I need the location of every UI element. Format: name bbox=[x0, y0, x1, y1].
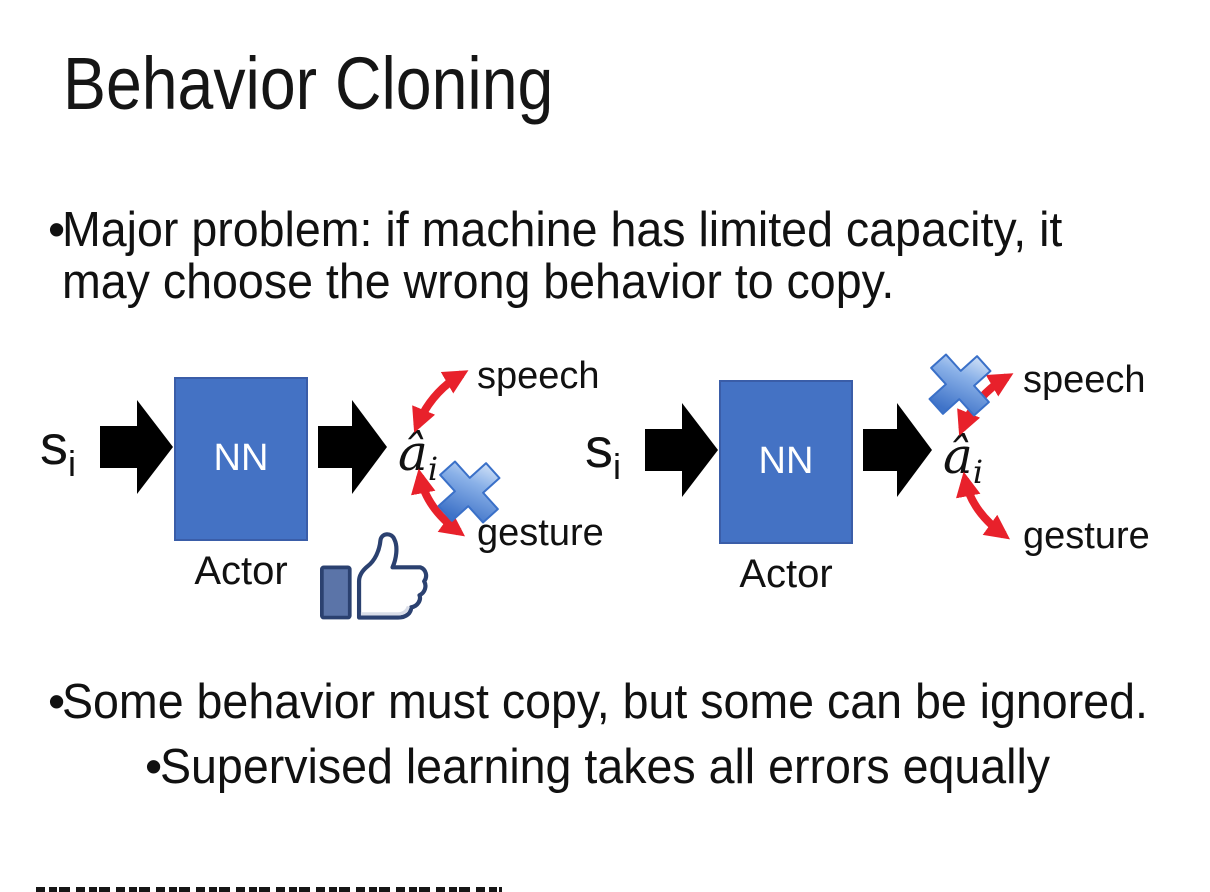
flow-arrow-icon bbox=[863, 403, 932, 497]
gesture-relation-arrow-icon bbox=[411, 468, 466, 537]
bullet-text: Some behavior must copy, but some can be… bbox=[62, 675, 1148, 729]
nn-label: NN bbox=[214, 437, 269, 479]
flow-arrow-icon bbox=[645, 403, 718, 497]
flow-arrow-icon bbox=[318, 400, 387, 494]
gesture-label: gesture bbox=[477, 512, 604, 554]
actor-label: Actor bbox=[194, 549, 287, 593]
speech-relation-arrow-icon bbox=[412, 370, 469, 433]
bullet-supervised-learning: • Supervised learning takes all errors e… bbox=[145, 741, 1097, 793]
page-title: Behavior Cloning bbox=[63, 47, 627, 121]
input-state-label: si bbox=[585, 416, 621, 487]
thumbs-up-icon bbox=[322, 534, 426, 617]
speech-label: speech bbox=[477, 355, 600, 397]
actor-label: Actor bbox=[739, 552, 832, 596]
input-state-label: si bbox=[40, 413, 76, 484]
speech-label: speech bbox=[1023, 359, 1146, 401]
gesture-relation-arrow-icon bbox=[956, 471, 1011, 540]
nn-box bbox=[719, 380, 853, 544]
behavior-cloning-diagram: si NN âi speech gesture Actor si bbox=[40, 340, 1150, 650]
bullet-marker: • bbox=[48, 675, 66, 729]
gesture-label: gesture bbox=[1023, 515, 1150, 557]
nn-label: NN bbox=[759, 440, 814, 482]
bullet-major-problem: • Major problem: if machine has limited … bbox=[48, 204, 1115, 308]
bullet-marker: • bbox=[48, 203, 66, 257]
bullet-text: Supervised learning takes all errors equ… bbox=[160, 740, 1051, 794]
bullet-some-behavior: • Some behavior must copy, but some can … bbox=[48, 676, 1205, 728]
cutoff-text-strip bbox=[36, 887, 502, 892]
bullet-marker: • bbox=[145, 740, 163, 794]
nn-box bbox=[174, 377, 308, 541]
flow-arrow-icon bbox=[100, 400, 173, 494]
diagram-right: si NN âi speech gesture Actor bbox=[585, 340, 1150, 596]
bullet-text-line1: Major problem: if machine has limited ca… bbox=[62, 203, 1063, 257]
bullet-text-line2: may choose the wrong behavior to copy. bbox=[62, 255, 895, 309]
page-title-text: Behavior Cloning bbox=[63, 42, 554, 125]
diagram-left: si NN âi speech gesture Actor bbox=[40, 355, 604, 618]
